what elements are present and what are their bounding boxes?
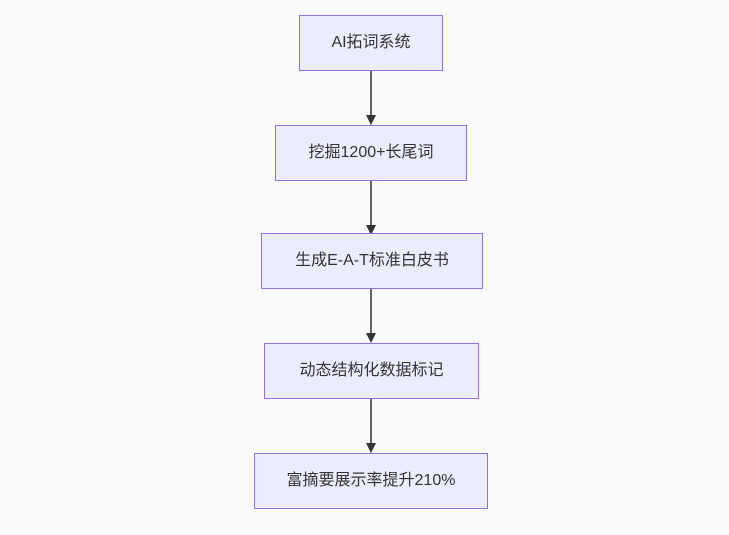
flow-node-ai-word-expansion: AI拓词系统 (299, 15, 443, 71)
flow-node-structured-data-markup: 动态结构化数据标记 (264, 343, 479, 399)
flow-edge-3 (366, 289, 376, 343)
arrow-down-icon (366, 115, 376, 125)
flow-edge-1 (366, 71, 376, 125)
flow-node-label: 富摘要展示率提升210% (286, 472, 456, 489)
edge-line (370, 289, 372, 334)
flow-node-label: 挖掘1200+长尾词 (308, 144, 434, 161)
flow-node-longtail-mining: 挖掘1200+长尾词 (275, 125, 467, 181)
edge-line (370, 181, 372, 226)
flow-node-rich-snippet-result: 富摘要展示率提升210% (254, 453, 488, 509)
flow-node-eat-whitepaper: 生成E-A-T标准白皮书 (261, 233, 483, 289)
arrow-down-icon (366, 333, 376, 343)
arrow-down-icon (366, 443, 376, 453)
flow-edge-2 (366, 181, 376, 235)
edge-line (370, 399, 372, 444)
flow-node-label: 生成E-A-T标准白皮书 (295, 252, 449, 269)
edge-line (370, 71, 372, 116)
arrow-down-icon (366, 225, 376, 235)
flow-edge-4 (366, 399, 376, 453)
flow-node-label: 动态结构化数据标记 (299, 362, 444, 379)
flow-node-label: AI拓词系统 (331, 34, 411, 51)
